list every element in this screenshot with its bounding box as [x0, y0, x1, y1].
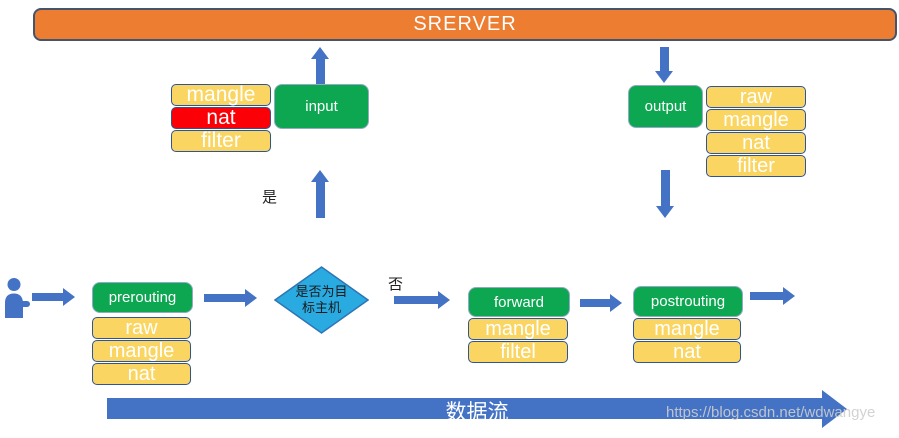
- arrow-shaft: [315, 182, 325, 218]
- decision-line1: 是否为目: [295, 283, 348, 299]
- table-box-mangle: mangle: [92, 340, 191, 362]
- arrow-shaft: [394, 296, 438, 304]
- table-box-raw: raw: [92, 317, 191, 339]
- decision-diamond-text: 是否为目 标主机: [274, 266, 369, 334]
- postrouting-tables-group: mangle nat: [633, 318, 741, 364]
- arrow-server-to-output-icon: [655, 47, 673, 83]
- arrow-shaft: [659, 47, 669, 71]
- arrow-shaft: [204, 294, 245, 302]
- server-banner: SRERVER: [33, 8, 897, 41]
- arrow-head: [822, 389, 847, 428]
- table-box-filter: filter: [171, 130, 271, 152]
- arrow-client-to-prerouting-icon: [32, 288, 75, 306]
- arrow-head: [63, 288, 75, 306]
- arrow-shaft: [660, 170, 670, 206]
- table-box-nat: nat: [706, 132, 806, 154]
- input-tables-group: mangle nat filter: [171, 84, 271, 153]
- output-chain-box: output: [628, 85, 703, 128]
- arrow-head: [656, 206, 674, 218]
- table-box-filtel: filtel: [468, 341, 568, 363]
- forward-tables-group: mangle filtel: [468, 318, 568, 364]
- decision-line2: 标主机: [301, 300, 341, 315]
- prerouting-chain-box: prerouting: [92, 282, 193, 313]
- arrow-shaft: [32, 293, 63, 301]
- arrow-diamond-to-input-icon: [311, 170, 329, 218]
- arrow-head: [655, 71, 673, 83]
- watermark-url: https://blog.csdn.net/wdwangye: [666, 404, 876, 421]
- table-box-mangle: mangle: [171, 84, 271, 106]
- arrow-shaft: [580, 299, 610, 307]
- output-tables-group: raw mangle nat filter: [706, 86, 806, 178]
- table-box-nat: nat: [171, 107, 271, 129]
- decision-diamond: 是否为目 标主机: [273, 266, 370, 334]
- arrow-head: [610, 294, 622, 312]
- arrow-head: [438, 291, 450, 309]
- arrow-head: [245, 289, 257, 307]
- table-box-filter: filter: [706, 155, 806, 177]
- prerouting-tables-group: raw mangle nat: [92, 317, 191, 386]
- user-icon: [5, 278, 30, 318]
- table-box-nat: nat: [92, 363, 191, 385]
- arrow-head: [783, 287, 795, 305]
- no-label: 否: [388, 276, 404, 293]
- yes-label: 是: [262, 189, 278, 206]
- table-box-mangle: mangle: [468, 318, 568, 340]
- table-box-mangle: mangle: [633, 318, 741, 340]
- input-chain-box: input: [274, 84, 369, 129]
- table-box-raw: raw: [706, 86, 806, 108]
- forward-chain-box: forward: [468, 287, 570, 317]
- table-box-nat: nat: [633, 341, 741, 363]
- diamond-shape-icon: [273, 266, 370, 334]
- table-box-mangle: mangle: [706, 109, 806, 131]
- arrow-prerouting-to-decision-icon: [204, 289, 257, 307]
- arrow-head: [311, 47, 329, 59]
- dataflow-arrow-icon: [107, 389, 847, 428]
- arrow-input-to-server-icon: [311, 47, 329, 84]
- arrow-forward-to-postrouting-icon: [580, 294, 622, 312]
- arrow-shaft: [107, 398, 822, 419]
- arrow-postrouting-out-icon: [750, 287, 795, 305]
- arrow-shaft: [315, 59, 325, 84]
- arrow-output-out-icon: [656, 170, 674, 218]
- arrow-head: [311, 170, 329, 182]
- postrouting-chain-box: postrouting: [633, 286, 743, 317]
- arrow-decision-to-forward-icon: [394, 291, 450, 309]
- arrow-shaft: [750, 292, 783, 300]
